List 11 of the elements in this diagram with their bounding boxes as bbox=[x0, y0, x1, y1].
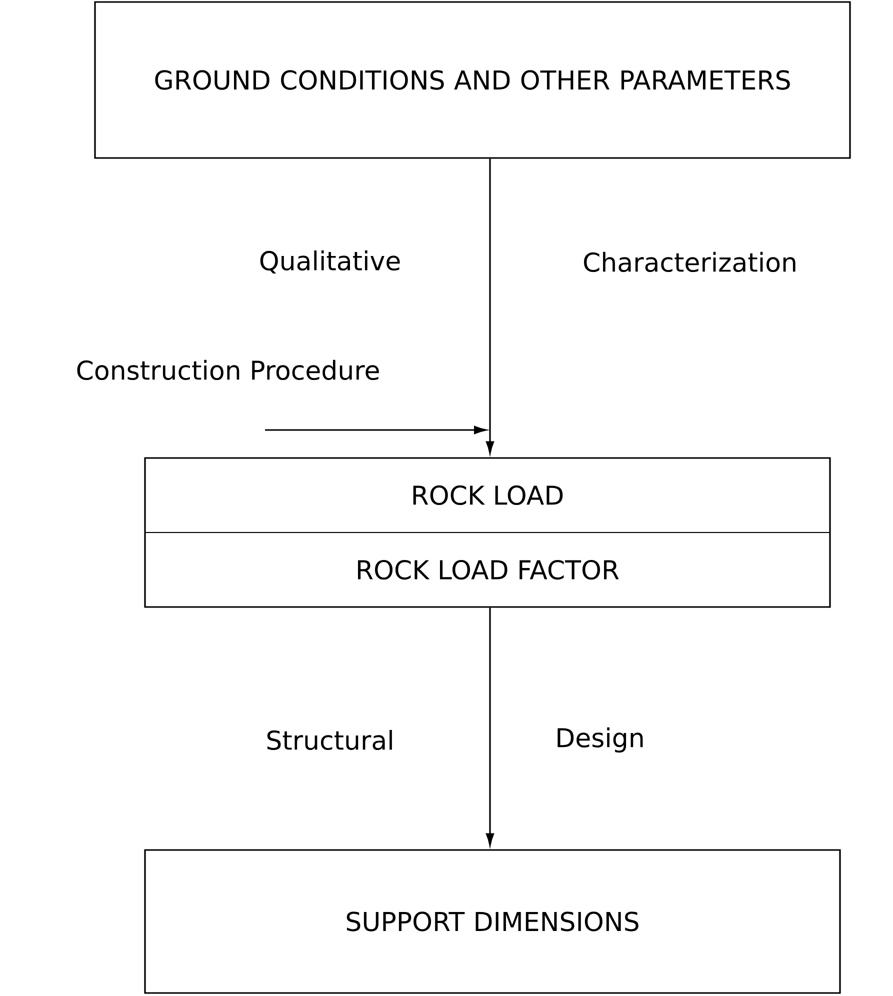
flow-label: Structural bbox=[267, 730, 392, 750]
arrow bbox=[486, 158, 494, 454]
arrow bbox=[265, 426, 486, 434]
arrow bbox=[486, 608, 494, 846]
process-box: ROCK LOAD ROCK LOAD FACTOR bbox=[144, 457, 831, 608]
process-box: SUPPORT DIMENSIONS bbox=[144, 849, 841, 994]
process-box: GROUND CONDITIONS AND OTHER PARAMETERS bbox=[94, 1, 851, 159]
flow-label: Qualitative bbox=[260, 250, 400, 274]
input-label: Construction Procedure bbox=[77, 360, 379, 380]
flow-label: Characterization bbox=[584, 252, 796, 272]
flow-label: Design bbox=[558, 727, 643, 753]
